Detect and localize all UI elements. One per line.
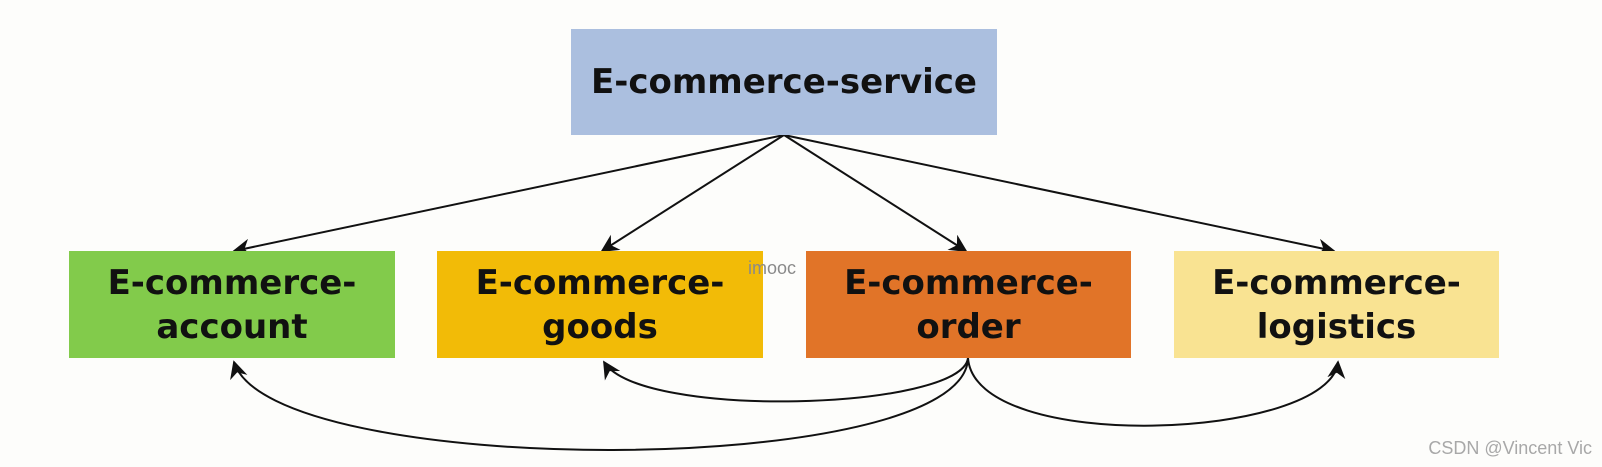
node-ecommerce-goods-label-line1: E-commerce- [475,262,725,303]
edge-service-to-account [232,134,785,257]
node-ecommerce-goods-label-line2: goods [542,306,658,347]
watermark-imooc: imooc [748,258,797,278]
node-ecommerce-logistics-label-line1: E-commerce- [1212,262,1461,303]
node-ecommerce-account-label-line2: account [156,306,308,347]
node-ecommerce-service-label: E-commerce-service [591,62,977,102]
node-ecommerce-account: E-commerce- account [69,251,395,358]
node-ecommerce-goods: E-commerce- goods [437,251,763,358]
watermark-csdn: CSDN @Vincent Vic [1428,438,1592,458]
edge-order-to-goods [603,357,969,403]
node-ecommerce-logistics: E-commerce- logistics [1174,251,1499,358]
edge-service-to-goods [600,134,785,252]
edge-order-to-account [230,357,969,451]
node-ecommerce-order-label-line2: order [916,306,1021,347]
node-ecommerce-logistics-label-line2: logistics [1256,306,1417,347]
node-ecommerce-order: E-commerce- order [806,251,1131,358]
node-ecommerce-account-label-line1: E-commerce- [107,262,357,303]
edge-order-to-logistics [967,357,1346,427]
node-ecommerce-order-label-line1: E-commerce- [844,262,1093,303]
edge-service-to-order [783,134,968,252]
node-ecommerce-service: E-commerce-service [571,29,997,135]
edge-service-to-logistics [783,134,1336,257]
